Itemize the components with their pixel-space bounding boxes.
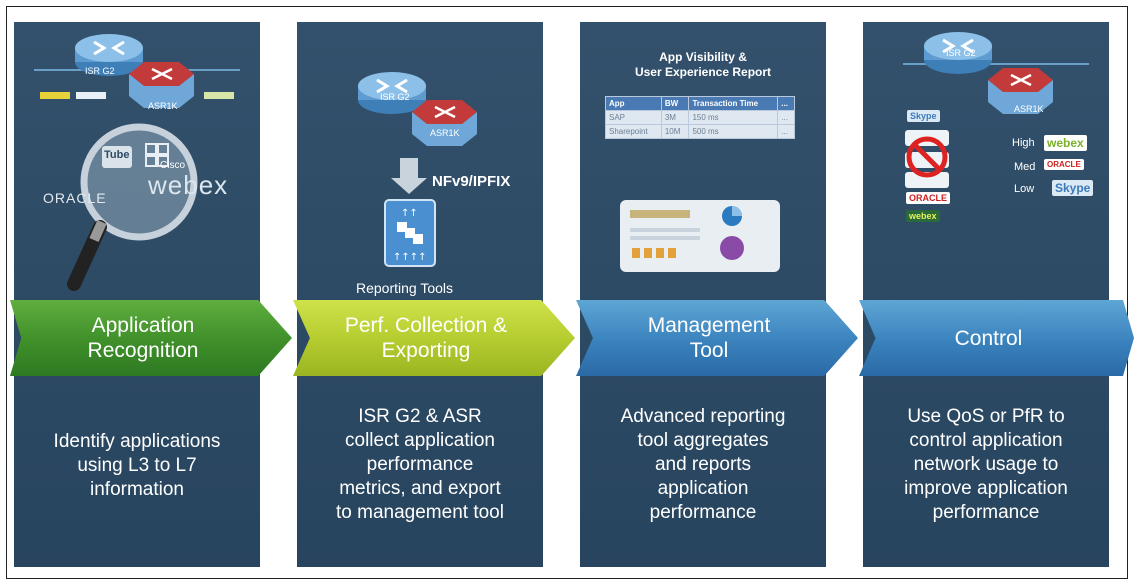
- asr-router-icon: [988, 68, 1053, 114]
- control-illustration: [903, 32, 1089, 188]
- app-recognition-illustration: [34, 34, 240, 291]
- description-line: metrics, and export: [339, 478, 501, 499]
- description-line: application: [657, 478, 749, 499]
- isr-router-icon: [75, 34, 143, 76]
- description-line: Use QoS or PfR to: [907, 406, 1065, 427]
- oracle-badge-med: ORACLE: [1044, 159, 1084, 170]
- description-line: and reports: [654, 454, 752, 475]
- skype-badge-low: Skype: [1052, 180, 1094, 196]
- stage-description-2: ISR G2 & ASR collect application perform…: [297, 405, 543, 525]
- table-row: SAP 3M 150 ms ...: [605, 110, 795, 125]
- stage-perf-collection: Perf. Collection &Exporting: [293, 300, 575, 376]
- no-entry-icon: [906, 136, 948, 178]
- stage-description-1: Identify applications using L3 to L7 inf…: [14, 430, 260, 502]
- description-line: performance: [932, 502, 1040, 523]
- description-line: Advanced reporting: [620, 406, 786, 427]
- description-line: network usage to: [913, 454, 1059, 475]
- svg-text:↑↑↑↑: ↑↑↑↑: [393, 252, 427, 263]
- table-cell: ...: [777, 124, 795, 139]
- table-header-cell: App: [605, 96, 662, 111]
- table-header-cell: Transaction Time: [688, 96, 779, 111]
- table-cell: SAP: [605, 110, 662, 125]
- description-line: performance: [649, 502, 757, 523]
- panel-control: [863, 22, 1109, 567]
- description-line: information: [90, 479, 184, 500]
- description-line: control application: [909, 430, 1063, 451]
- priority-med-label: Med: [1014, 161, 1036, 173]
- panel-perf-collection: [297, 22, 543, 567]
- isr-label: ISR G2: [85, 66, 115, 76]
- stage-title-line1: Application: [91, 314, 195, 337]
- description-line: tool aggregates: [637, 430, 769, 451]
- description-line: improve application: [904, 478, 1068, 499]
- table-cell: 10M: [660, 124, 690, 139]
- app-grid-icon: [145, 143, 169, 167]
- asr-label-3: ASR1K: [1014, 104, 1044, 114]
- stage-title-line2: Exporting: [381, 339, 471, 362]
- down-arrow-icon: [391, 158, 427, 194]
- stage-title-line1: Control: [954, 326, 1023, 350]
- webex-badge-high: webex: [1044, 135, 1087, 151]
- stage-title-line2: Recognition: [87, 339, 199, 362]
- stage-description-3: Advanced reporting tool aggregates and r…: [580, 405, 826, 525]
- description-line: to management tool: [336, 502, 504, 523]
- asr-label: ASR1K: [148, 101, 178, 111]
- description-line: Identify applications: [53, 431, 221, 452]
- report-table: App BW Transaction Time ... SAP 3M 150 m…: [605, 96, 795, 139]
- isr-router-icon: [924, 32, 992, 74]
- reporting-tools-label: Reporting Tools: [356, 280, 454, 296]
- isr-router-icon: [358, 72, 426, 114]
- asr-router-icon: [129, 62, 194, 108]
- tube-logo-text: Tube: [104, 149, 130, 161]
- oracle-badge: ORACLE: [906, 192, 950, 204]
- webex-logo: webex: [148, 170, 229, 200]
- report-title-line1: App Visibility &: [659, 50, 747, 64]
- asr-label-2: ASR1K: [430, 128, 460, 138]
- description-line: collect application: [345, 430, 495, 451]
- dashboard-thumbnail-icon: [620, 200, 780, 272]
- perf-collection-illustration: ↑↑ ↑↑↑↑: [358, 72, 477, 267]
- stage-title-line1: Perf. Collection &: [344, 314, 508, 337]
- report-title: App Visibility & User Experience Report: [580, 50, 826, 80]
- description-line: performance: [366, 454, 474, 475]
- asr-router-icon: [412, 100, 477, 146]
- priority-high-label: High: [1012, 137, 1035, 149]
- table-cell: 3M: [660, 110, 690, 125]
- table-cell: ...: [777, 110, 795, 125]
- isr-label-2: ISR G2: [380, 92, 410, 102]
- table-cell: Sharepoint: [605, 124, 662, 139]
- table-header-row: App BW Transaction Time ...: [605, 96, 795, 111]
- table-cell: 150 ms: [688, 110, 779, 125]
- description-line: ISR G2 & ASR: [358, 406, 482, 427]
- stage-title-line1: Management: [647, 314, 771, 337]
- cisco-text: Cisco: [160, 160, 186, 171]
- stage-title-line2: Tool: [689, 339, 729, 362]
- isr-label-3: ISR G2: [946, 48, 976, 58]
- stage-control: Control: [859, 300, 1134, 376]
- stage-description-4: Use QoS or PfR to control application ne…: [863, 405, 1109, 525]
- skype-logo: Skype: [907, 110, 940, 122]
- table-header-cell: ...: [777, 96, 795, 111]
- nfv-label: NFv9/IPFIX: [432, 173, 511, 190]
- webex-badge: webex: [906, 210, 940, 222]
- table-row: Sharepoint 10M 500 ms ...: [605, 124, 795, 139]
- reporting-tools-icon: ↑↑ ↑↑↑↑: [384, 199, 436, 267]
- report-title-line2: User Experience Report: [634, 65, 772, 79]
- oracle-logo: ORACLE: [43, 190, 107, 206]
- priority-low-label: Low: [1014, 183, 1035, 195]
- panel-application-recognition: [14, 22, 260, 567]
- svg-text:↑↑: ↑↑: [401, 208, 418, 219]
- description-line: using L3 to L7: [77, 455, 197, 476]
- table-cell: 500 ms: [688, 124, 779, 139]
- table-header-cell: BW: [660, 96, 690, 111]
